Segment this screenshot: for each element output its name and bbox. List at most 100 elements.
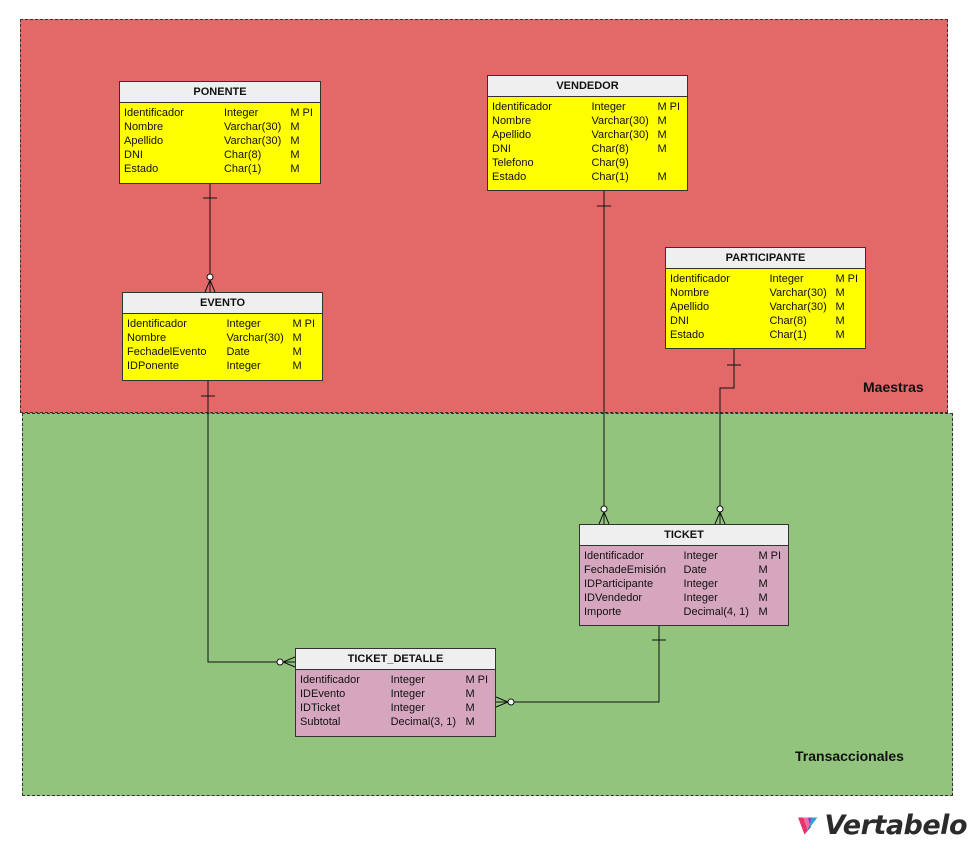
attribute-flags: M PI xyxy=(290,107,313,119)
attribute-name: Nombre xyxy=(127,332,167,344)
attribute-flags: M xyxy=(758,606,768,618)
attribute-name: DNI xyxy=(124,149,143,161)
attribute-flags: M xyxy=(758,592,768,604)
attribute-name: Telefono xyxy=(492,157,534,169)
attribute-name: Nombre xyxy=(670,287,710,299)
attribute-type: Integer xyxy=(223,107,259,119)
area-label-maestras: Maestras xyxy=(863,379,924,395)
attribute-flags: M xyxy=(290,121,300,133)
attribute-type: Varchar(30) xyxy=(769,301,827,313)
attribute-flags: M PI xyxy=(292,318,316,330)
attribute-name: Estado xyxy=(670,329,705,341)
entity-title: PARTICIPANTE xyxy=(666,248,865,269)
attribute-name: DNI xyxy=(492,143,511,155)
attribute-type: Integer xyxy=(683,550,718,562)
attribute-type: Char(1) xyxy=(591,171,629,183)
attribute-row: DNI Char(8) M xyxy=(670,314,865,328)
attribute-row: Apellido Varchar(30) M xyxy=(670,300,865,314)
attribute-flags: M xyxy=(292,332,302,344)
attribute-type: Integer xyxy=(683,592,718,604)
attribute-flags: M PI xyxy=(465,674,489,686)
attribute-type: Integer xyxy=(683,578,718,590)
attribute-name: Apellido xyxy=(124,135,164,147)
attribute-type: Varchar(30) xyxy=(226,332,284,344)
attribute-type: Char(8) xyxy=(769,315,807,327)
attribute-flags: M PI xyxy=(657,101,681,113)
attribute-flags: M xyxy=(835,329,845,341)
attribute-flags xyxy=(657,156,687,170)
optional-marker xyxy=(276,658,284,666)
attribute-flags: M xyxy=(465,716,475,728)
optional-marker xyxy=(716,505,724,513)
attribute-name: IDTicket xyxy=(300,702,340,714)
attribute-name: Subtotal xyxy=(300,716,341,728)
attribute-flags: M xyxy=(465,702,475,714)
vertabelo-logo: Vertabelo xyxy=(797,803,967,847)
attribute-name: Apellido xyxy=(670,301,710,313)
attribute-type: Integer xyxy=(591,101,626,113)
attribute-flags: M xyxy=(835,315,845,327)
attribute-name: Estado xyxy=(492,171,527,183)
attribute-flags: M PI xyxy=(758,550,782,562)
attribute-type: Varchar(30) xyxy=(223,135,282,147)
attribute-flags: M xyxy=(290,149,300,161)
attribute-flags: M xyxy=(657,115,667,127)
attribute-name: DNI xyxy=(670,315,689,327)
attribute-flags: M xyxy=(465,688,475,700)
attribute-name: FechadelEvento xyxy=(127,346,207,358)
area-label-transaccionales: Transaccionales xyxy=(795,748,904,764)
attribute-flags: M xyxy=(835,287,845,299)
attribute-row: Importe Decimal(4, 1) M xyxy=(584,605,788,619)
vertabelo-logo-text: Vertabelo xyxy=(824,809,967,841)
attribute-flags: M xyxy=(835,301,845,313)
attribute-flags: M xyxy=(758,564,768,576)
attribute-name: IDPonente xyxy=(127,360,179,372)
attribute-flags: M PI xyxy=(835,273,859,285)
attribute-type: Char(1) xyxy=(223,163,262,175)
entity-title: TICKET xyxy=(580,525,788,546)
attribute-name: Importe xyxy=(584,606,622,618)
entity-title: TICKET_DETALLE xyxy=(296,649,495,670)
attribute-type: Integer xyxy=(226,360,261,372)
attribute-type: Varchar(30) xyxy=(591,115,649,127)
attribute-type: Integer xyxy=(226,318,261,330)
attribute-flags: M xyxy=(292,346,302,358)
attribute-type: Integer xyxy=(390,702,425,714)
attribute-flags: M xyxy=(292,360,302,372)
vertabelo-logo-icon xyxy=(798,817,818,835)
attribute-name: IDParticipante xyxy=(584,578,654,590)
attribute-type: Decimal(4, 1) xyxy=(683,606,749,618)
entity-title: EVENTO xyxy=(123,293,322,314)
optional-marker xyxy=(206,273,214,281)
attribute-type: Date xyxy=(683,564,707,576)
attribute-type: Integer xyxy=(769,273,804,285)
rel-ticket-detalle xyxy=(496,626,660,703)
